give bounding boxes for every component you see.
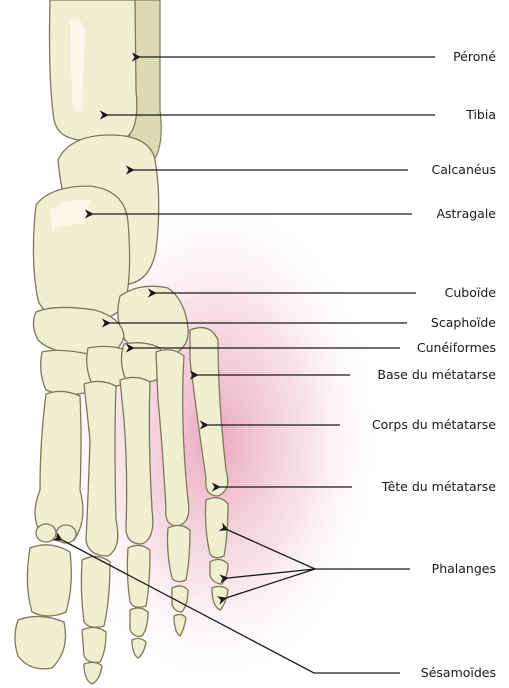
sesamoid-left <box>36 524 56 542</box>
label-corps: Corps du métatarse <box>372 417 496 432</box>
metatarsal-1 <box>35 391 83 541</box>
label-phalanges: Phalanges <box>432 561 496 576</box>
label-tete: Tête du métatarse <box>381 479 497 494</box>
label-calcaneus: Calcanéus <box>432 162 496 177</box>
label-cuneiformes: Cunéiformes <box>417 340 496 355</box>
label-perone: Péroné <box>453 49 496 64</box>
phalanx-toe2-middle <box>82 627 106 662</box>
labels: Péroné Tibia Calcanéus Astragale Cuboïde… <box>372 49 496 680</box>
phalanx-toe2-distal <box>84 662 102 684</box>
metatarsal-2 <box>84 381 118 556</box>
label-cuboide: Cuboïde <box>445 285 497 300</box>
phalanx-toe1-proximal <box>27 545 71 616</box>
tibia-bone <box>50 0 137 141</box>
phalanx-toe2-proximal <box>81 556 110 627</box>
label-base: Base du métatarse <box>377 367 496 382</box>
phalanx-toe1-distal <box>15 616 66 668</box>
label-scaphoide: Scaphoïde <box>431 315 496 330</box>
sesamoid-right <box>56 525 76 543</box>
label-tibia: Tibia <box>465 107 496 122</box>
phalanx-toe5-proximal <box>206 498 229 558</box>
phalanx-toe4-proximal <box>168 525 191 581</box>
label-astragale: Astragale <box>436 206 496 221</box>
label-sesamoides: Sésamoïdes <box>421 665 496 680</box>
